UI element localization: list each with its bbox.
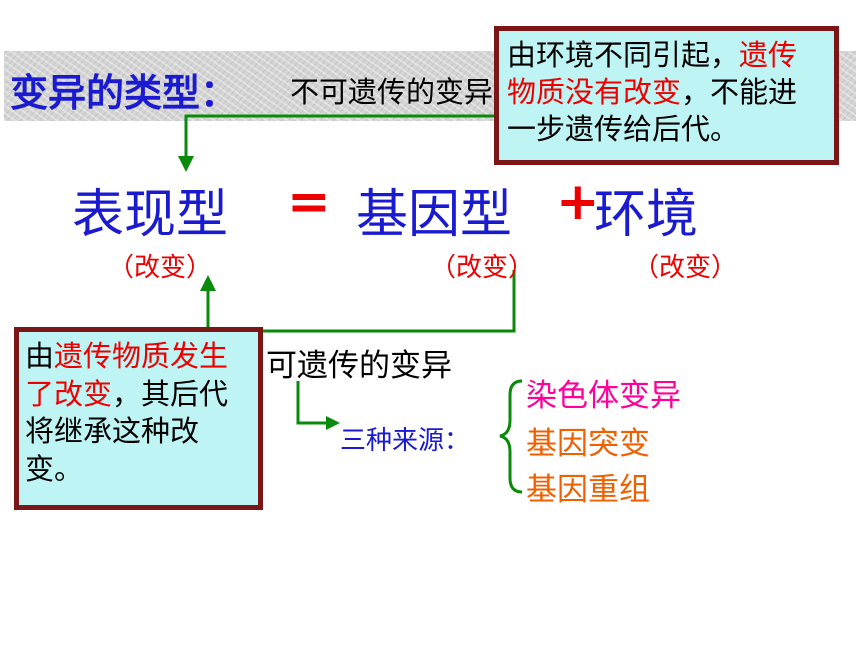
sources-brace xyxy=(499,379,523,494)
environment-change-label: （改变） xyxy=(633,253,738,283)
heritable-variation-label: 可遗传的变异 xyxy=(266,348,452,384)
title-text: 变异的类型 xyxy=(10,71,201,115)
page-title: 变异的类型： xyxy=(10,62,238,117)
source-chromosome-variation: 染色体变异 xyxy=(526,378,681,414)
arrow-genotype-to-phenotype xyxy=(206,270,516,333)
non-heritable-variation-label: 不可遗传的变异 xyxy=(290,75,494,109)
note-top-highlight: 遗传物质没有改变 xyxy=(507,38,798,110)
note-left-text-2: ，其后代将继承这种改变。 xyxy=(25,376,229,487)
arrow-head-phenotype-bottom xyxy=(200,275,216,291)
phenotype-label: 表现型 xyxy=(72,185,229,245)
equals-sign: = xyxy=(287,172,331,232)
note-left-highlight: 遗传物质发生了改变 xyxy=(25,339,229,411)
title-colon: ： xyxy=(200,71,239,115)
note-heritable: 由遗传物质发生了改变，其后代将继承这种改变。 xyxy=(14,327,263,510)
note-left-text-1: 由 xyxy=(25,339,55,373)
arrow-to-sources xyxy=(296,381,330,425)
environment-label: 环境 xyxy=(594,185,699,245)
note-top-text-1: 由环境不同引起， xyxy=(507,38,740,72)
genotype-label: 基因型 xyxy=(356,185,513,245)
source-gene-recombination: 基因重组 xyxy=(526,472,650,508)
genotype-change-label: （改变） xyxy=(430,253,535,283)
plus-sign: + xyxy=(556,172,600,232)
arrow-head-sources xyxy=(326,416,340,430)
sources-label: 三种来源： xyxy=(340,426,471,456)
phenotype-change-label: （改变） xyxy=(108,253,213,283)
note-non-heritable: 由环境不同引起，遗传物质没有改变，不能进一步遗传给后代。 xyxy=(494,26,839,165)
source-gene-mutation: 基因突变 xyxy=(526,426,650,462)
arrow-head-phenotype-top xyxy=(178,156,194,172)
arrow-env-to-phenotype xyxy=(184,114,500,162)
note-top-text-2: ，不能进一步遗传给后代。 xyxy=(507,75,798,147)
